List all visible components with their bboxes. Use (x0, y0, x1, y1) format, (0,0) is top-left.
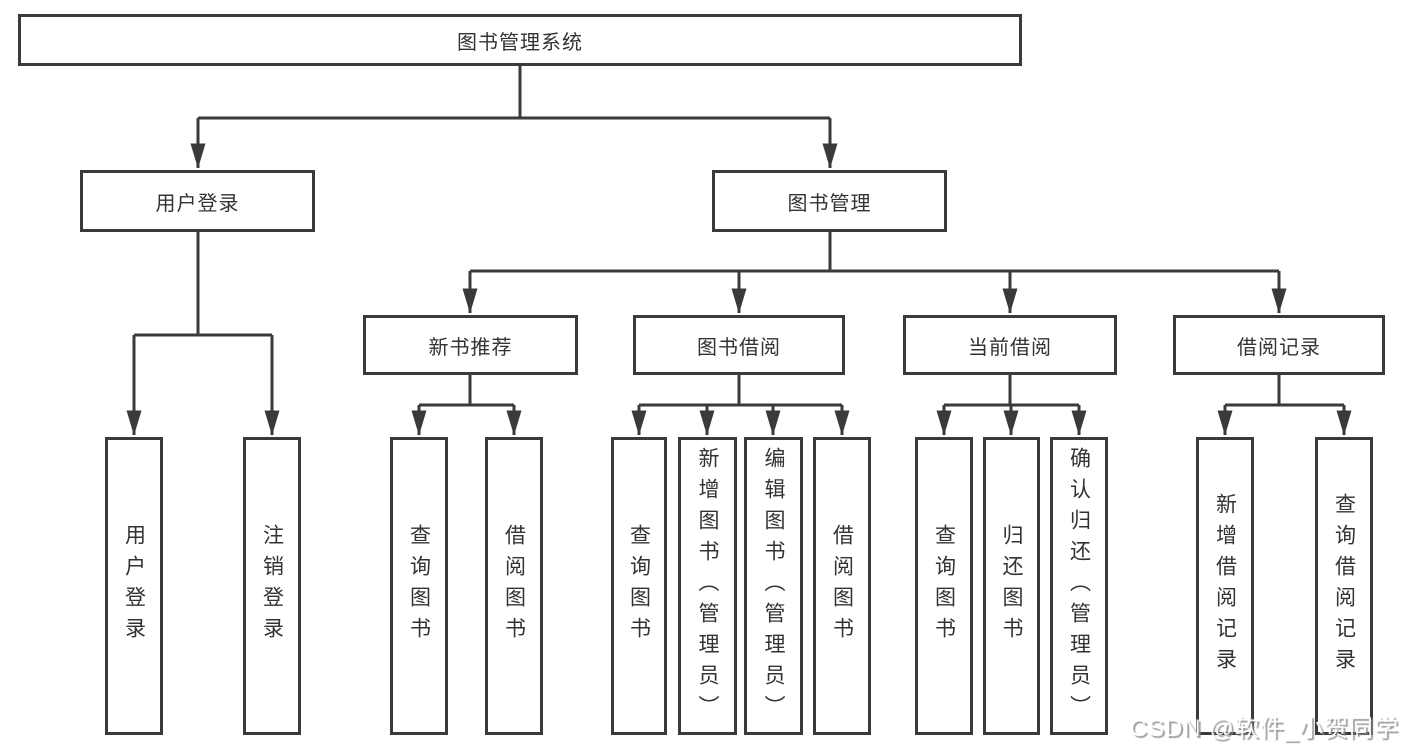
node-book-management: 图书管理 (712, 170, 947, 232)
node-user-login-branch: 用户登录 (80, 170, 315, 232)
node-label: 当前借阅 (968, 336, 1052, 359)
leaf-query-borrow-record: 查询借阅记录 (1315, 437, 1373, 735)
leaf-label: 查询图书 (627, 524, 651, 648)
leaf-user-login: 用户登录 (105, 437, 163, 735)
leaf-label: 新增图书（管理员） (696, 446, 719, 726)
node-new-book-recommend: 新书推荐 (363, 315, 578, 375)
leaf-add-borrow-record: 新增借阅记录 (1196, 437, 1254, 735)
node-current-borrow: 当前借阅 (903, 315, 1117, 375)
leaf-label: 查询图书 (407, 524, 431, 648)
leaf-label: 借阅图书 (830, 524, 854, 648)
leaf-query-books-3: 查询图书 (915, 437, 973, 735)
leaf-label: 借阅图书 (502, 524, 526, 648)
leaf-borrow-books-1: 借阅图书 (485, 437, 543, 735)
leaf-edit-books-admin: 编辑图书（管理员） (744, 437, 803, 735)
leaf-return-books: 归还图书 (983, 437, 1040, 735)
leaf-add-books-admin: 新增图书（管理员） (678, 437, 737, 735)
node-label: 借阅记录 (1237, 336, 1321, 359)
leaf-label: 确认归还（管理员） (1067, 446, 1091, 726)
leaf-label: 用户登录 (122, 524, 146, 648)
leaf-query-books-1: 查询图书 (390, 437, 448, 735)
node-borrow-records: 借阅记录 (1173, 315, 1385, 375)
leaf-confirm-return-admin: 确认归还（管理员） (1050, 437, 1108, 735)
node-root-system: 图书管理系统 (18, 14, 1022, 66)
leaf-borrow-books-2: 借阅图书 (813, 437, 871, 735)
node-label: 新书推荐 (428, 336, 513, 359)
leaf-logout: 注销登录 (243, 437, 301, 735)
leaf-label: 归还图书 (1000, 524, 1023, 648)
node-label: 图书借阅 (697, 336, 781, 359)
leaf-label: 新增借阅记录 (1213, 493, 1237, 679)
leaf-label: 注销登录 (260, 524, 284, 648)
leaf-query-books-2: 查询图书 (611, 437, 667, 735)
csdn-watermark: CSDN @软件_小贺同学 (1129, 715, 1399, 742)
node-book-borrow: 图书借阅 (633, 315, 845, 375)
leaf-label: 编辑图书（管理员） (762, 446, 785, 726)
leaf-label: 查询借阅记录 (1332, 493, 1356, 679)
node-label: 用户登录 (155, 192, 240, 215)
leaf-label: 查询图书 (932, 524, 956, 648)
node-root-label: 图书管理系统 (457, 31, 583, 54)
node-label: 图书管理 (787, 192, 872, 215)
